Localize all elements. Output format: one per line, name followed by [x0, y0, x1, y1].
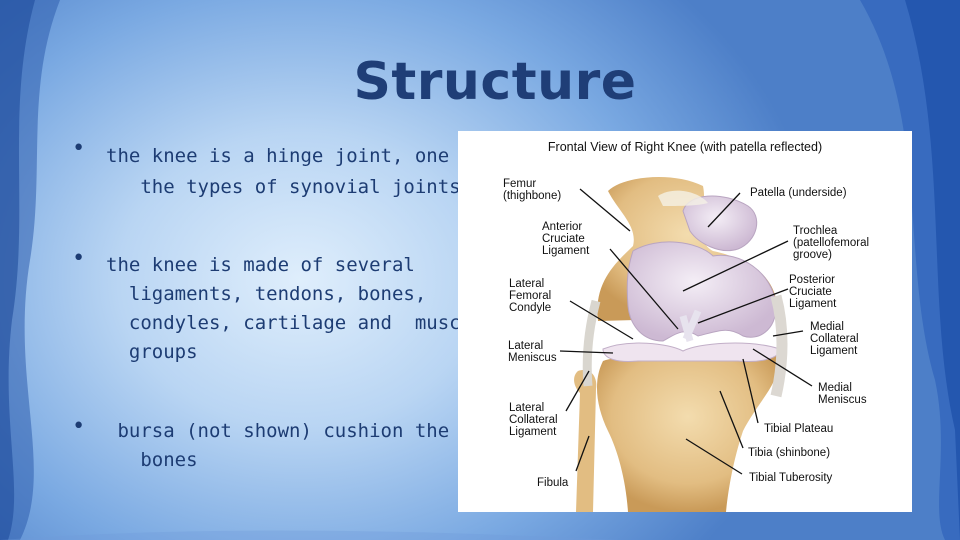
label-lateral-femoral-condyle: Lateral Femoral Condyle [509, 278, 552, 314]
bullet-line: bones [106, 449, 198, 471]
knee-illustration [559, 176, 813, 512]
label-femur: Femur (thighbone) [503, 178, 562, 202]
femoral-cartilage-shape [626, 241, 777, 342]
bullet-dot: • [72, 246, 86, 271]
label-pcl: Posterior Cruciate Ligament [789, 274, 837, 310]
bullet-dot: • [72, 136, 86, 161]
label-medial-meniscus: Medial Meniscus [818, 382, 867, 406]
bullet-dot: • [72, 414, 86, 439]
label-lcl: Lateral Collateral Ligament [509, 402, 558, 438]
bullet-line: groups [106, 341, 198, 363]
label-patella: Patella (underside) [750, 187, 847, 199]
bullet-line: condyles, cartilage and muscle [106, 312, 484, 334]
bullet-line: bursa (not shown) cushion the [106, 420, 450, 442]
label-acl: Anterior Cruciate Ligament [542, 221, 590, 257]
label-tibial-tuberosity: Tibial Tuberosity [749, 472, 833, 484]
label-mcl: Medial Collateral Ligament [810, 321, 859, 357]
menisci-shape [602, 342, 781, 362]
bullet-line: the knee is made of several [106, 254, 415, 276]
label-lateral-meniscus: Lateral Meniscus [508, 340, 557, 364]
slide-title: Structure [353, 52, 637, 112]
label-trochlea: Trochlea (patellofemoral groove) [793, 225, 870, 261]
label-tibial-plateau: Tibial Plateau [764, 423, 834, 435]
lcl-shape [582, 299, 601, 387]
bullet-line: the knee is a hinge joint, one of [106, 145, 484, 167]
cruciate-ligaments-shape [679, 309, 702, 342]
fibula-shape [574, 370, 597, 512]
bullet-line: ligaments, tendons, bones, [106, 283, 427, 305]
label-tibia: Tibia (shinbone) [748, 447, 831, 459]
label-fibula: Fibula [537, 477, 569, 489]
patella-shape [682, 195, 758, 251]
bullet-line: the types of synovial joints [106, 176, 461, 198]
tibia-shape [596, 353, 779, 512]
mcl-shape [770, 294, 788, 398]
diagram-title: Frontal View of Right Knee (with patella… [547, 140, 823, 154]
knee-diagram: Frontal View of Right Knee (with patella… [458, 131, 912, 512]
